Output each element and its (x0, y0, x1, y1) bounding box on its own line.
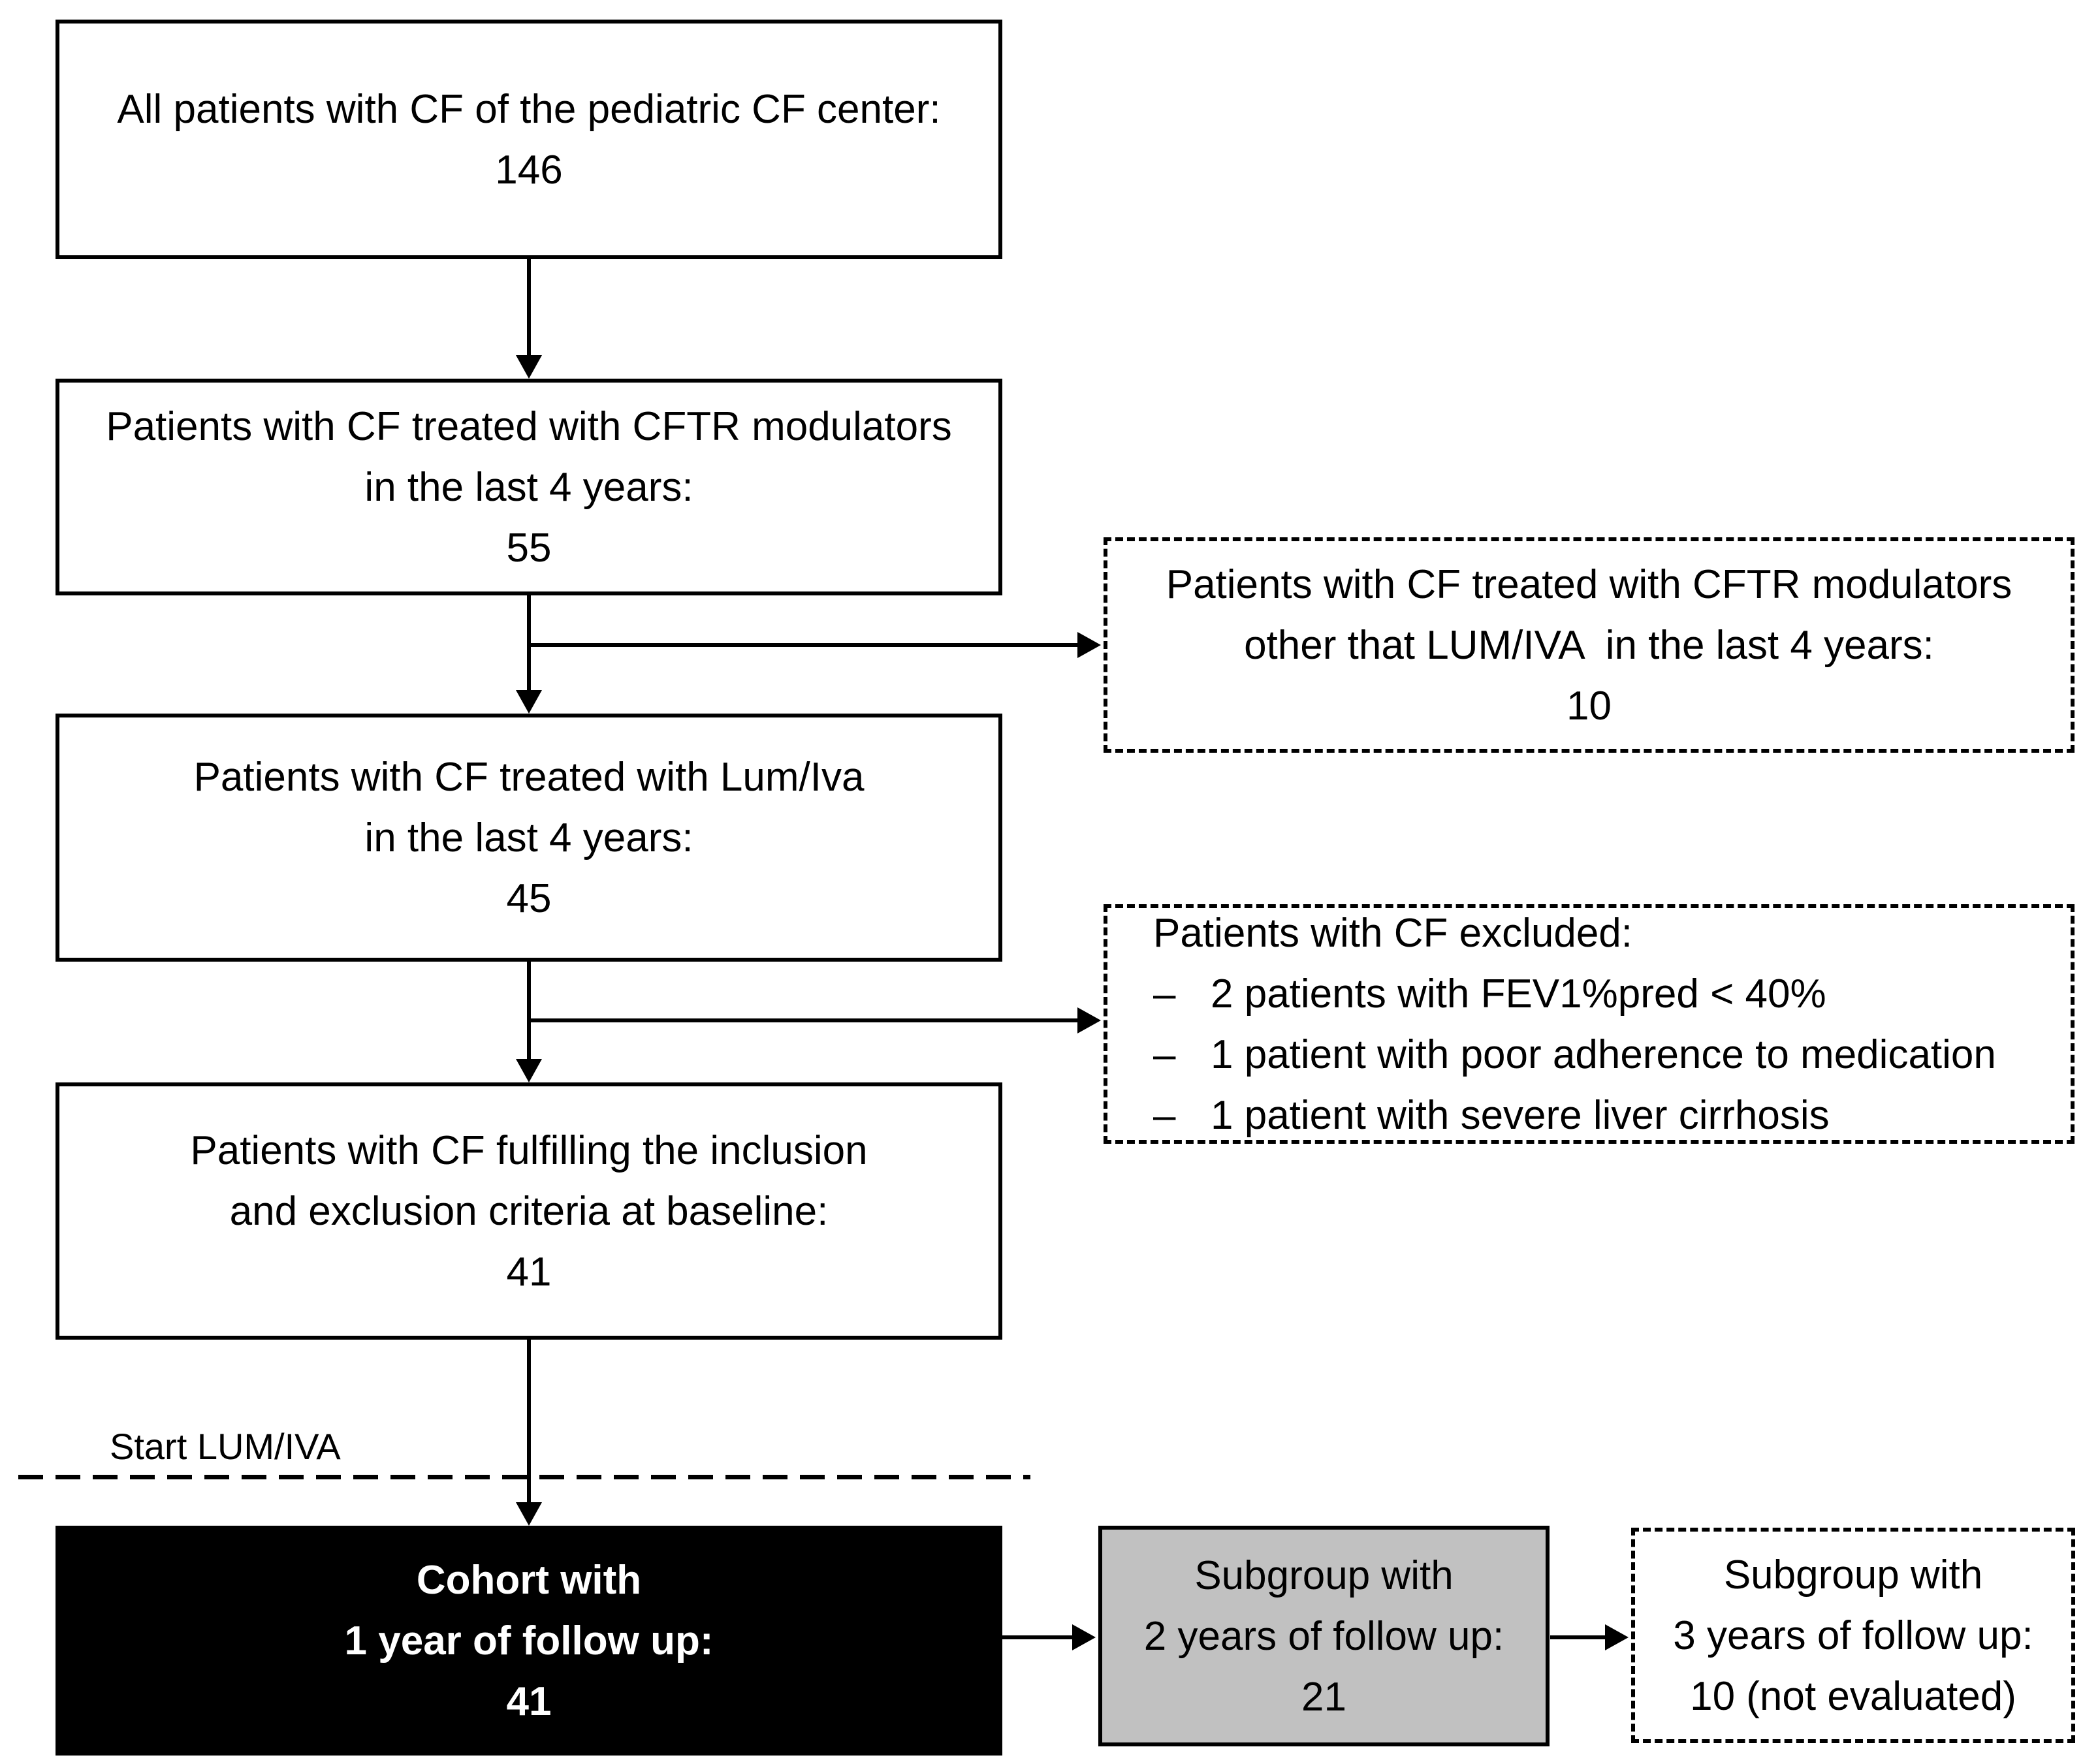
box-excluded: Patients with CF excluded: – 2 patients … (1104, 904, 2075, 1144)
box-text-line: 146 (495, 147, 563, 193)
start-divider-line (18, 1475, 1030, 1479)
box-all-patients: All patients with CF of the pediatric CF… (56, 20, 1002, 259)
branch-line-1 (527, 643, 1079, 647)
box-text-line: Patients with CF treated with CFTR modul… (1166, 561, 2012, 607)
box-text-line: 21 (1301, 1674, 1346, 1720)
box-cftr-modulators: Patients with CF treated with CFTR modul… (56, 379, 1002, 595)
excluded-item-text: 1 patient with poor adherence to medicat… (1211, 1032, 1996, 1077)
box-text-line: 10 (not evaluated) (1690, 1673, 2016, 1719)
box-text-line: in the last 4 years: (364, 464, 693, 510)
box-text-line: other that LUM/IVA in the last 4 years: (1244, 622, 1934, 668)
box-text-line: 41 (506, 1678, 552, 1724)
arrow-line-6 (1550, 1635, 1609, 1639)
box-text-line: Patients with CF treated with Lum/Iva (193, 754, 865, 800)
arrowhead-right-3-icon (1072, 1624, 1096, 1650)
box-text-line: All patients with CF of the pediatric CF… (117, 86, 941, 132)
box-text-line: 45 (506, 875, 552, 921)
start-lum-iva-label: Start LUM/IVA (110, 1426, 341, 1467)
box-text-line: and exclusion criteria at baseline: (229, 1188, 829, 1234)
box-subgroup-2yr: Subgroup with 2 years of follow up: 21 (1098, 1526, 1550, 1746)
arrowhead-right-1-icon (1077, 632, 1101, 658)
branch-line-2 (527, 1018, 1079, 1022)
dash-bullet: – (1153, 1032, 1176, 1077)
box-text-line: Subgroup with (1194, 1552, 1454, 1598)
arrow-line-5 (1002, 1635, 1075, 1639)
excluded-item: – 1 patient with severe liver cirrhosis (1153, 1085, 2047, 1146)
box-text-line: Patients with CF fulfilling the inclusio… (190, 1127, 868, 1173)
arrowhead-right-2-icon (1077, 1007, 1101, 1033)
arrow-line-4 (527, 1340, 531, 1506)
box-text-line: Cohort with (416, 1557, 642, 1603)
box-text-line: Patients with CF treated with CFTR modul… (106, 403, 952, 449)
excluded-item: – 1 patient with poor adherence to medic… (1153, 1024, 2047, 1085)
box-text-line: 55 (506, 525, 552, 571)
box-text-line: 2 years of follow up: (1143, 1613, 1504, 1659)
box-text-line: 10 (1566, 683, 1612, 729)
box-other-modulators: Patients with CF treated with CFTR modul… (1104, 537, 2075, 753)
arrowhead-down-1-icon (516, 355, 542, 379)
excluded-item: – 2 patients with FEV1%pred < 40% (1153, 964, 2047, 1024)
box-inclusion-criteria: Patients with CF fulfilling the inclusio… (56, 1082, 1002, 1340)
box-text-line: 41 (506, 1249, 552, 1295)
arrow-line-3 (527, 962, 531, 1063)
arrowhead-right-4-icon (1605, 1624, 1629, 1650)
box-text-line: 1 year of follow up: (344, 1618, 714, 1663)
box-lum-iva: Patients with CF treated with Lum/Iva in… (56, 714, 1002, 962)
excluded-item-text: 2 patients with FEV1%pred < 40% (1211, 971, 1826, 1016)
arrowhead-down-3-icon (516, 1059, 542, 1082)
excluded-item-text: 1 patient with severe liver cirrhosis (1211, 1092, 1830, 1138)
arrowhead-down-4-icon (516, 1502, 542, 1526)
arrow-line-1 (527, 259, 531, 358)
box-text-line: Subgroup with (1723, 1552, 1983, 1598)
dash-bullet: – (1153, 971, 1176, 1016)
dash-bullet: – (1153, 1092, 1176, 1138)
box-text-line: 3 years of follow up: (1673, 1613, 2033, 1658)
box-text-line: in the last 4 years: (364, 815, 693, 860)
box-subgroup-3yr: Subgroup with 3 years of follow up: 10 (… (1631, 1528, 2075, 1743)
box-cohort-1yr: Cohort with 1 year of follow up: 41 (56, 1526, 1002, 1756)
excluded-title: Patients with CF excluded: (1153, 910, 1633, 956)
arrowhead-down-2-icon (516, 690, 542, 714)
